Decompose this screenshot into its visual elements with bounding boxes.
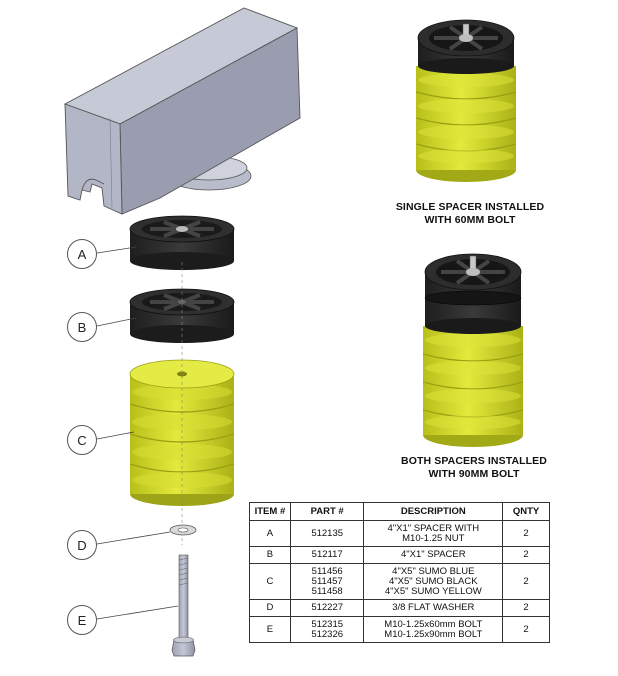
table-header-row: ITEM # PART # DESCRIPTION QNTY: [249, 502, 550, 521]
bolt-drawing: [171, 554, 196, 657]
callout-e: E: [67, 605, 97, 635]
table-row: E 512315 512326 M10-1.25x60mm BOLT M10-1…: [249, 616, 550, 643]
cell-qnty: 2: [502, 599, 550, 617]
description-line: M10-1.25x60mm BOLT: [384, 618, 483, 630]
cell-part: 512227: [289, 599, 365, 617]
leader-lines: [96, 246, 179, 620]
part-number: 512135: [311, 527, 344, 539]
table-row: C 511456 511457 511458 4"X5" SUMO BLUE 4…: [249, 563, 550, 600]
part-number: 511456: [311, 565, 343, 577]
description-line: M10-1.25 NUT: [402, 532, 465, 544]
cell-qnty: 2: [502, 616, 550, 643]
cell-description: M10-1.25x60mm BOLT M10-1.25x90mm BOLT: [363, 616, 504, 643]
table-row: D 512227 3/8 FLAT WASHER 2: [249, 599, 550, 617]
callout-d: D: [67, 530, 97, 560]
single-spacer-caption-line-1: SINGLE SPACER INSTALLED: [395, 201, 545, 213]
single-spacer-installed-drawing: [415, 19, 517, 182]
cell-item: D: [249, 599, 291, 617]
both-spacers-caption: BOTH SPACERS INSTALLED WITH 90MM BOLT: [394, 455, 554, 481]
part-number: 512326: [311, 628, 344, 640]
part-number: 512315: [311, 618, 344, 630]
description-line: 4"X5" SUMO BLACK: [389, 575, 478, 587]
cell-item: B: [249, 546, 291, 564]
cell-part: 512315 512326: [289, 616, 365, 643]
header-description: DESCRIPTION: [363, 502, 504, 521]
frame-rail: [63, 7, 301, 215]
cell-item: E: [249, 616, 291, 643]
part-number: 512227: [311, 602, 344, 613]
part-number: 511458: [311, 585, 343, 597]
spacer-a-drawing: [129, 215, 235, 270]
both-spacers-installed-drawing: [422, 253, 524, 447]
bill-of-materials-table: ITEM # PART # DESCRIPTION QNTY A 512135 …: [249, 502, 550, 643]
description-line: 4"X1" SPACER: [400, 549, 466, 560]
callout-c: C: [67, 425, 97, 455]
cell-qnty: 2: [502, 546, 550, 564]
cell-part: 512117: [289, 546, 365, 564]
cell-part: 511456 511457 511458: [289, 563, 365, 600]
description-line: M10-1.25x90mm BOLT: [384, 628, 483, 640]
header-part: PART #: [289, 502, 365, 521]
callout-a: A: [67, 239, 97, 269]
description-line: 4"X5" SUMO YELLOW: [384, 585, 482, 597]
cell-qnty: 2: [502, 520, 550, 547]
single-spacer-caption: SINGLE SPACER INSTALLED WITH 60MM BOLT: [390, 201, 550, 227]
table-row: B 512117 4"X1" SPACER 2: [249, 546, 550, 564]
cell-description: 4"X1" SPACER WITH M10-1.25 NUT: [363, 520, 504, 547]
callout-b: B: [67, 312, 97, 342]
description-line: 4"X1" SPACER WITH: [387, 522, 480, 534]
header-item: ITEM #: [249, 502, 291, 521]
both-spacers-caption-line-1: BOTH SPACERS INSTALLED: [401, 455, 547, 467]
cell-description: 4"X1" SPACER: [363, 546, 504, 564]
header-qnty: QNTY: [502, 502, 550, 521]
description-line: 4"X5" SUMO BLUE: [392, 565, 475, 577]
washer-drawing: [169, 524, 197, 536]
single-spacer-caption-line-2: WITH 60MM BOLT: [424, 214, 516, 226]
cell-item: A: [249, 520, 291, 547]
both-spacers-caption-line-2: WITH 90MM BOLT: [428, 468, 520, 480]
description-line: 3/8 FLAT WASHER: [392, 602, 475, 613]
cell-part: 512135: [289, 520, 365, 547]
cell-item: C: [249, 563, 291, 600]
part-number: 511457: [311, 575, 343, 587]
table-row: A 512135 4"X1" SPACER WITH M10-1.25 NUT …: [249, 520, 550, 547]
cell-description: 4"X5" SUMO BLUE 4"X5" SUMO BLACK 4"X5" S…: [363, 563, 504, 600]
cell-qnty: 2: [502, 563, 550, 600]
part-number: 512117: [311, 549, 343, 560]
cell-description: 3/8 FLAT WASHER: [363, 599, 504, 617]
